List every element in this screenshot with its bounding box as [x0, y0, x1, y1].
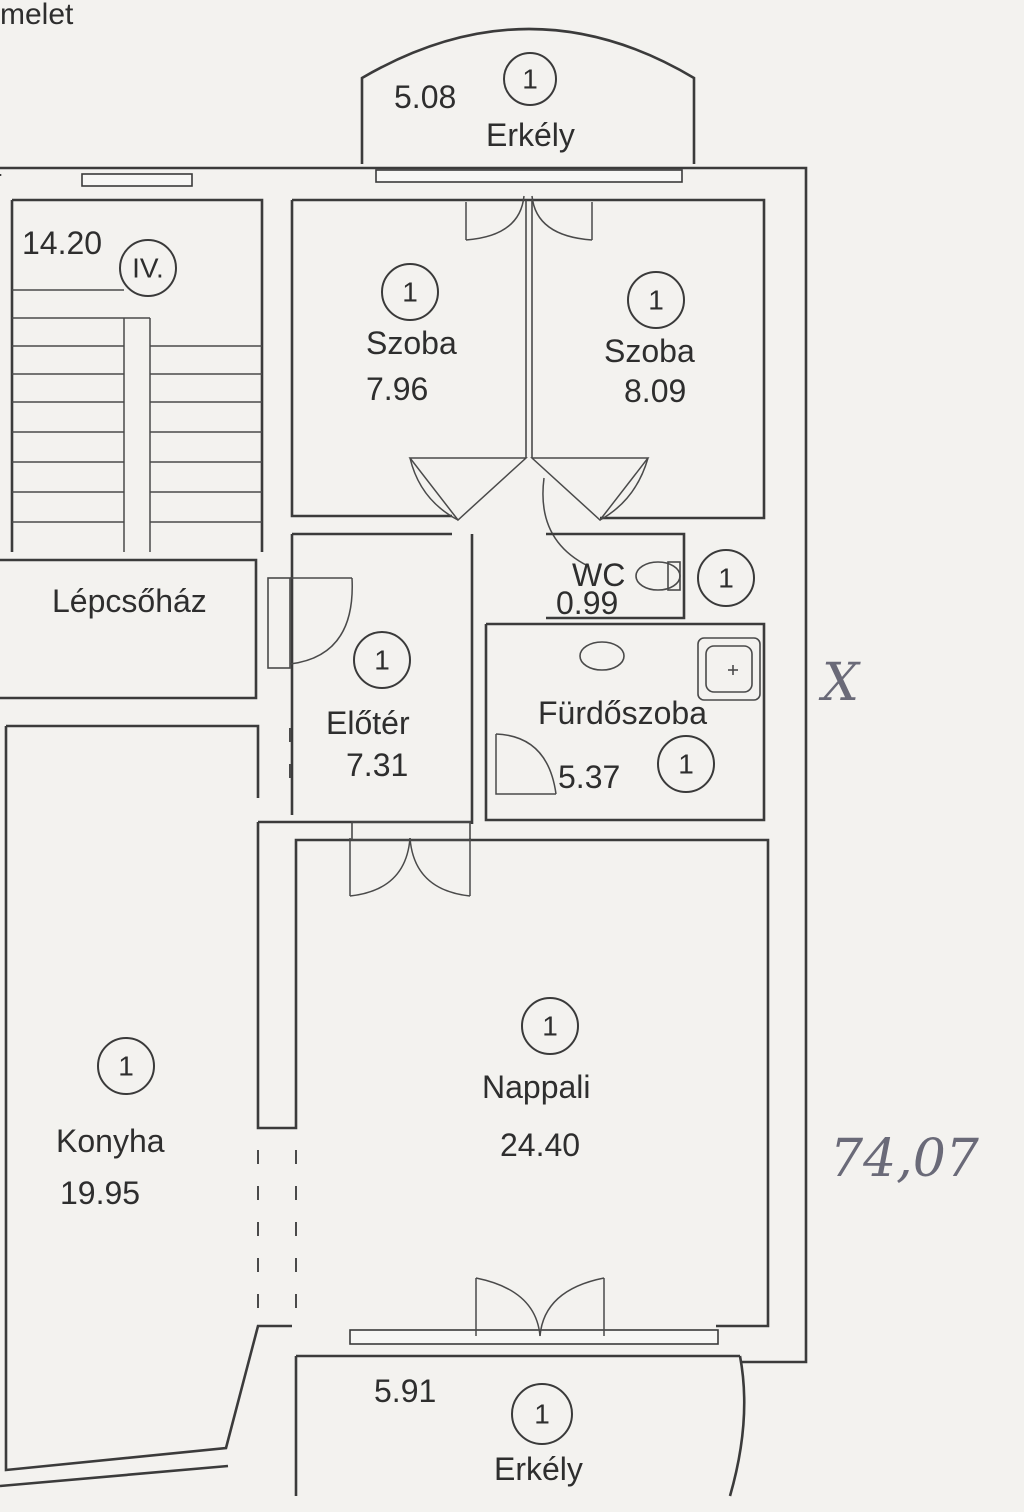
living-balcony-door	[475, 1277, 605, 1337]
svg-text:1: 1	[534, 1399, 550, 1430]
room-left-badge: 1	[381, 263, 439, 321]
wc-badge: 1	[697, 549, 755, 607]
kitchen-openings	[257, 728, 297, 1322]
balcony-top-area: 5.08	[394, 79, 456, 115]
bedrooms	[290, 198, 766, 520]
svg-text:1: 1	[678, 749, 694, 780]
room-left-name: Szoba	[366, 325, 457, 361]
label-room-right: 1 Szoba 8.09	[604, 271, 695, 409]
room-right-name: Szoba	[604, 333, 695, 369]
handwritten-total: 74,07	[830, 1129, 980, 1189]
svg-text:1: 1	[118, 1051, 134, 1082]
window-top-balcony	[375, 169, 683, 183]
living-area: 24.40	[500, 1127, 580, 1163]
bathroom-badge: 1	[657, 735, 715, 793]
label-wc: WC 0.99 1	[556, 549, 755, 621]
label-hall: 1 Előtér 7.31	[326, 631, 411, 783]
living-door	[349, 837, 471, 897]
kitchen-name: Konyha	[56, 1123, 165, 1159]
handwritten-annotations: X 74,07	[818, 653, 980, 1189]
label-room-left: 1 Szoba 7.96	[366, 263, 457, 407]
staircase	[12, 289, 262, 552]
label-bathroom: Fürdőszoba 5.37 1	[538, 695, 715, 795]
svg-text:1: 1	[522, 64, 538, 95]
entrance-door	[267, 577, 353, 669]
hall-walls	[290, 532, 766, 824]
bathroom-name: Fürdőszoba	[538, 695, 707, 731]
living-badge: 1	[521, 997, 579, 1055]
balcony-bottom-name: Erkély	[494, 1451, 583, 1487]
label-kitchen: 1 Konyha 19.95	[56, 1037, 165, 1211]
balcony-top	[360, 27, 696, 164]
bathroom-area: 5.37	[558, 759, 620, 795]
stair-landing-badge: IV.	[119, 239, 177, 297]
label-living: 1 Nappali 24.40	[482, 997, 591, 1163]
balcony-top-name: Erkély	[486, 117, 575, 153]
window-bottom-balcony	[349, 1329, 719, 1345]
room-left-area: 7.96	[366, 371, 428, 407]
room-right-badge: 1	[627, 271, 685, 329]
balcony-bottom-area: 5.91	[374, 1373, 436, 1409]
window-stairwell	[81, 173, 193, 187]
room-right-area: 8.09	[624, 373, 686, 409]
wc-area: 0.99	[556, 585, 618, 621]
stairwell-name: Lépcsőház	[52, 583, 207, 619]
kitchen-area: 19.95	[60, 1175, 140, 1211]
living-name: Nappali	[482, 1069, 591, 1105]
balcony-bottom	[294, 1354, 746, 1497]
svg-text:IV.: IV.	[132, 253, 164, 284]
header-text: melet	[0, 0, 74, 31]
svg-text:1: 1	[542, 1011, 558, 1042]
balcony-doors	[465, 195, 593, 241]
bedroom-doors	[408, 457, 650, 567]
label-stair-landing: 14.20 IV.	[22, 225, 177, 297]
label-balcony-top: 5.08 1 Erkély	[394, 52, 575, 153]
svg-text:1: 1	[402, 277, 418, 308]
svg-text:1: 1	[374, 645, 390, 676]
bathroom-door	[495, 733, 557, 795]
handwritten-mark: X	[818, 653, 861, 713]
wc-name: WC	[572, 557, 625, 593]
outer-walls	[0, 166, 808, 1364]
svg-text:1: 1	[648, 285, 664, 316]
svg-text:1: 1	[718, 563, 734, 594]
kitchen-badge: 1	[97, 1037, 155, 1095]
hall-area: 7.31	[346, 747, 408, 783]
balcony-top-badge: 1	[503, 52, 557, 106]
stair-landing	[0, 198, 264, 700]
hall-badge: 1	[353, 631, 411, 689]
balcony-bottom-badge: 1	[511, 1383, 573, 1445]
label-balcony-bottom: 5.91 1 Erkély	[374, 1373, 583, 1487]
label-stairwell: Lépcsőház	[52, 583, 207, 619]
stair-landing-area: 14.20	[22, 225, 102, 261]
hall-name: Előtér	[326, 705, 410, 741]
kitchen-walls	[0, 724, 292, 1488]
living-walls	[256, 820, 770, 1328]
